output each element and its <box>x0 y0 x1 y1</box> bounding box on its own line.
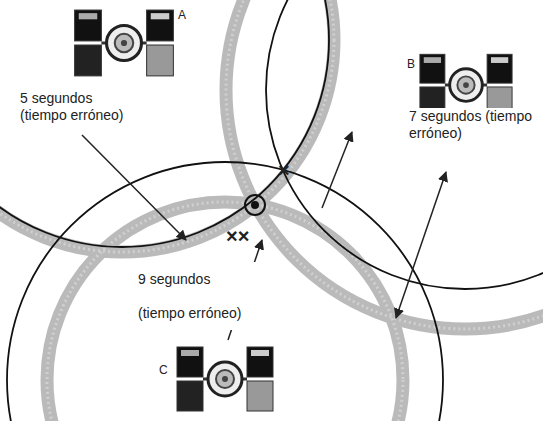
true-position <box>245 195 265 215</box>
satellite-letter: C <box>157 362 181 379</box>
true-position-dot <box>251 201 259 209</box>
time-arrow <box>82 132 446 340</box>
satellite <box>420 54 512 115</box>
time-note: 7 segundos (tiempo erróneo) <box>407 108 539 142</box>
time-note: 5 segundos (tiempo erróneo) <box>18 90 144 124</box>
time-note: 9 segundos (tiempo erróneo) <box>136 262 260 330</box>
satellite <box>75 10 174 76</box>
satellite-letter: B <box>405 56 429 73</box>
error-mark: × <box>276 160 304 180</box>
error-mark: ×× <box>224 226 264 246</box>
satellite-letter: A <box>176 7 200 24</box>
satellite <box>177 347 273 411</box>
